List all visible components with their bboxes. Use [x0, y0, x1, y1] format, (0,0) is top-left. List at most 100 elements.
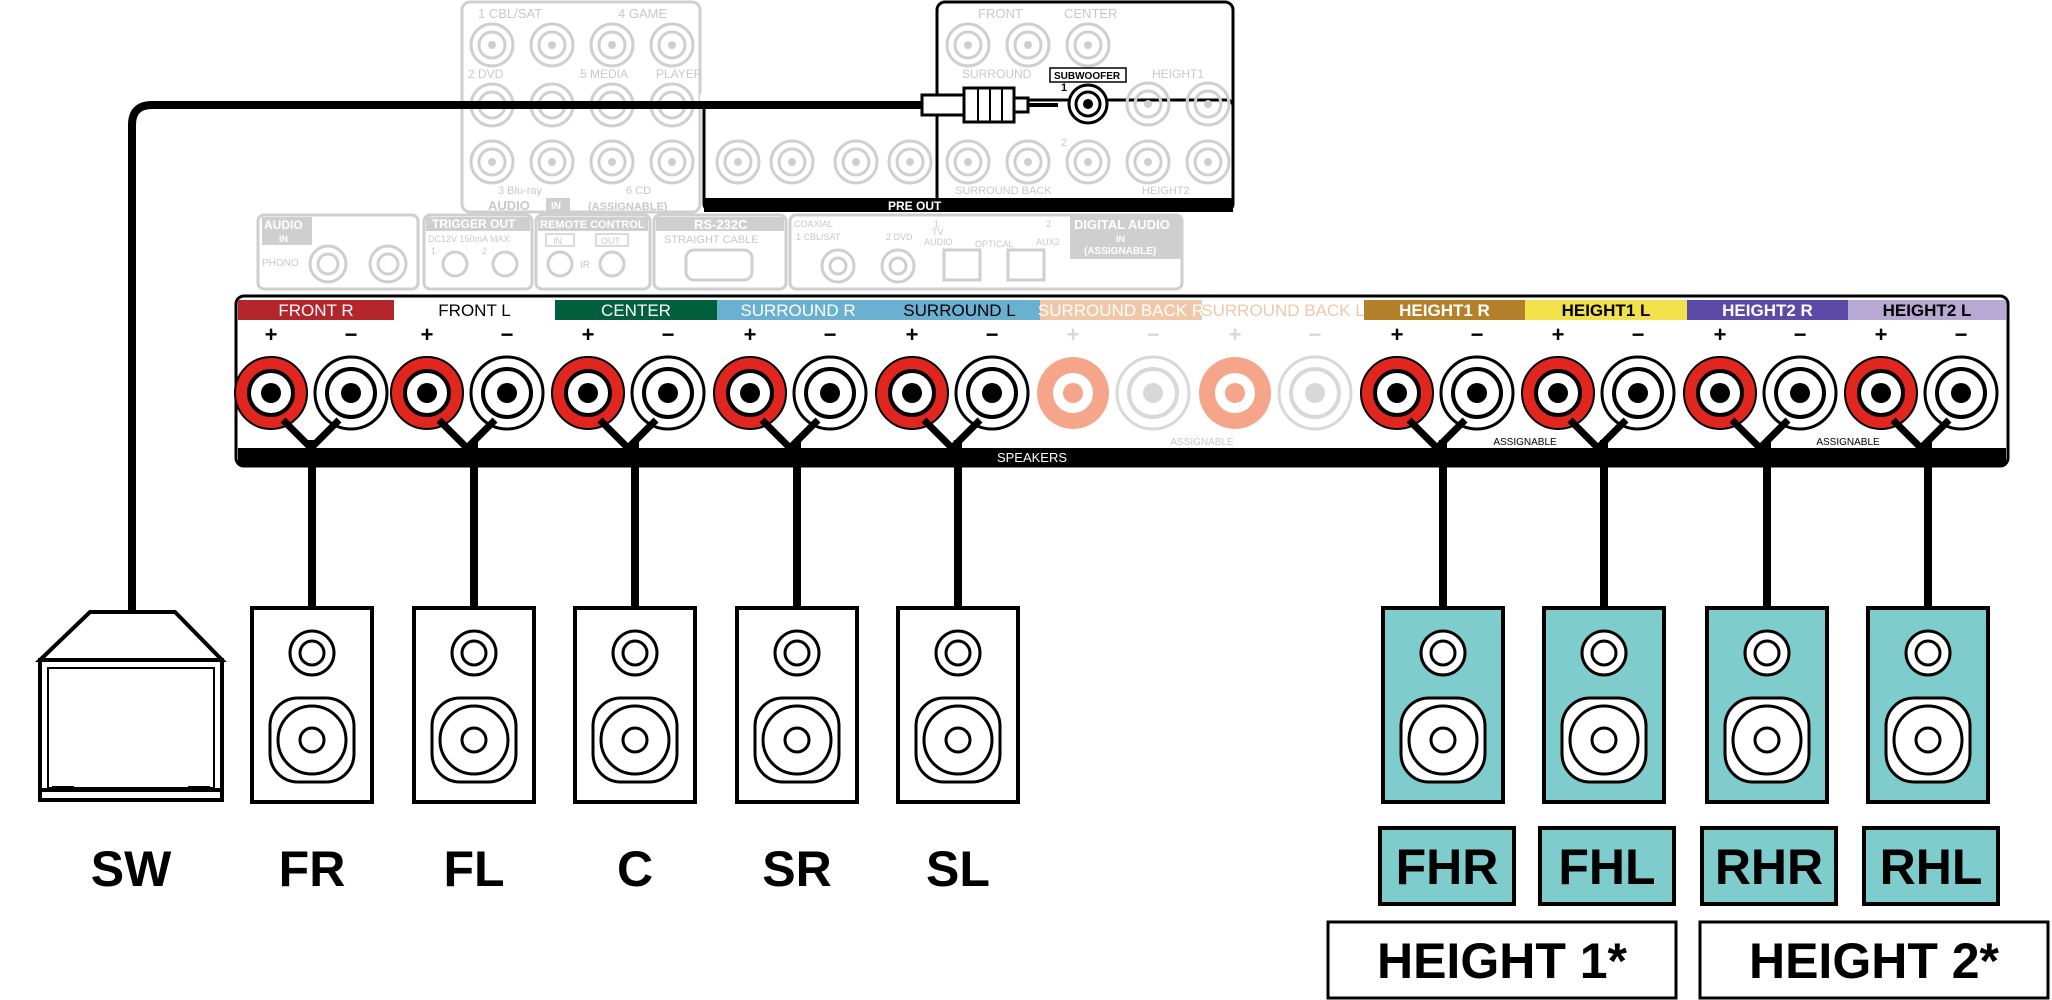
optical-label: OPTICAL	[975, 239, 1014, 249]
speaker-terminal-minus	[1762, 355, 1838, 431]
terminal-plus-label: +	[1391, 322, 1404, 347]
speaker-terminal-plus	[551, 356, 625, 430]
terminal-plus-label: +	[744, 322, 757, 347]
label-sr: SR	[762, 841, 831, 897]
digital-audio-in: IN	[1116, 234, 1125, 244]
speaker-labels: SW FR FL C SR SL	[91, 841, 990, 897]
subwoofer-unit	[35, 610, 227, 802]
preout-rca-jack	[945, 139, 991, 185]
audio-phono-title: AUDIO	[264, 218, 303, 232]
terminal-minus-label: −	[662, 322, 675, 347]
channel-header: HEIGHT2 L	[1883, 301, 1972, 320]
speaker-terminal-plus	[875, 356, 949, 430]
input-port-media: 5 MEDIA	[580, 67, 628, 81]
terminal-plus-label: +	[1229, 322, 1242, 347]
preout-rca-jack	[1005, 22, 1051, 68]
speaker-front-left	[412, 606, 536, 804]
speaker-terminal-plus	[1037, 357, 1109, 429]
input-port-bluray: 3 Blu-ray	[498, 185, 543, 197]
label-height-2: HEIGHT 2*	[1749, 933, 2000, 989]
preout-height1-label: HEIGHT1	[1152, 67, 1204, 81]
remote-out: OUT	[601, 236, 621, 246]
preout-rca-jack	[887, 139, 933, 185]
channel-header: HEIGHT1 R	[1399, 301, 1490, 320]
input-rca-jack	[649, 139, 695, 185]
channel-header: SURROUND L	[903, 301, 1015, 320]
channel-header: FRONT L	[438, 301, 510, 320]
preout-rca-jack	[1005, 139, 1051, 185]
pre-out-footer: PRE OUT	[888, 199, 942, 213]
preout-sub-2: 2	[1061, 137, 1067, 149]
input-port-dvd: 2 DVD	[468, 67, 504, 81]
speaker-front-height-left	[1542, 606, 1666, 804]
speaker-surround-left	[896, 606, 1020, 804]
label-c: C	[617, 841, 653, 897]
trigger-2: 2	[482, 246, 487, 256]
input-footer-assignable: (ASSIGNABLE)	[588, 201, 668, 213]
trigger-out-title: TRIGGER OUT	[432, 217, 516, 231]
coaxial-label: COAXIAL	[794, 219, 833, 229]
speaker-terminal-minus	[469, 355, 545, 431]
preout-height2-label: HEIGHT2	[1142, 185, 1190, 197]
digital-audio-title: DIGITAL AUDIO	[1074, 217, 1170, 232]
terminal-minus-label: −	[824, 322, 837, 347]
channel-header: SURROUND BACK R	[1038, 301, 1204, 320]
input-rca-jack	[529, 22, 575, 68]
speaker-surround-right	[735, 606, 859, 804]
height-labels: FHR FHL RHR RHL HEIGHT 1* HEIGHT 2*	[1326, 826, 2050, 1000]
label-sl: SL	[926, 841, 990, 897]
preout-rca-jack	[1065, 139, 1111, 185]
label-fhr: FHR	[1396, 839, 1499, 895]
channel-header: FRONT R	[278, 301, 353, 320]
aux-2: 2	[1046, 219, 1051, 229]
terminal-plus-label: +	[582, 322, 595, 347]
terminal-plus-label: +	[906, 322, 919, 347]
trigger-1: 1	[431, 246, 436, 256]
tv-label: TV	[932, 227, 944, 237]
aux2-label: AUX2	[1036, 237, 1060, 247]
speaker-rear-height-left	[1866, 606, 1990, 804]
speaker-terminal-plus	[1683, 356, 1757, 430]
preout-rca-jack	[1125, 139, 1171, 185]
terminal-plus-label: +	[421, 322, 434, 347]
input-port-game: 4 GAME	[618, 6, 667, 21]
channel-header: SURROUND R	[740, 301, 855, 320]
preout-sub-1: 1	[1061, 82, 1067, 94]
terminal-plus-label: +	[1875, 322, 1888, 347]
tv-1: 1	[934, 219, 939, 229]
speaker-terminal-plus	[713, 356, 787, 430]
rs232c-title: RS-232C	[694, 217, 748, 232]
speaker-terminal-minus	[630, 355, 706, 431]
label-fl: FL	[443, 841, 504, 897]
terminal-plus-label: +	[1714, 322, 1727, 347]
speaker-rear-height-right	[1705, 606, 1829, 804]
coaxial-1: 1 CBL/SAT	[796, 232, 841, 242]
preout-front-label: FRONT	[978, 6, 1023, 21]
terminal-minus-label: −	[1794, 322, 1807, 347]
label-fr: FR	[279, 841, 346, 897]
speaker-front-height-right	[1381, 606, 1505, 804]
preout-surround-label: SURROUND	[962, 67, 1032, 81]
speaker-terminal-minus	[792, 355, 868, 431]
subwoofer-cable	[128, 101, 930, 615]
terminal-plus-label: +	[1067, 322, 1080, 347]
speaker-terminal-plus	[390, 356, 464, 430]
pre-out-panel: PRE OUT FRONT CENTER SURROUND SUBWOOFER …	[700, 0, 1235, 213]
terminal-minus-label: −	[1632, 322, 1645, 347]
speaker-center	[573, 606, 697, 804]
speaker-terminal-plus	[1844, 356, 1918, 430]
speaker-terminal-plus	[1521, 356, 1595, 430]
speaker-terminal-minus	[1923, 355, 1999, 431]
speaker-front-right	[250, 606, 374, 804]
input-rca-jack	[529, 139, 575, 185]
speaker-terminal-minus	[1439, 355, 1515, 431]
speaker-terminal-plus	[234, 356, 308, 430]
speaker-terminal-minus	[1600, 355, 1676, 431]
digital-audio-assignable: (ASSIGNABLE)	[1084, 246, 1156, 257]
rs232c-straight: STRAIGHT CABLE	[664, 234, 759, 246]
label-rhr: RHR	[1715, 839, 1823, 895]
preout-rca-jack	[1125, 81, 1171, 127]
channel-header: HEIGHT1 L	[1562, 301, 1651, 320]
